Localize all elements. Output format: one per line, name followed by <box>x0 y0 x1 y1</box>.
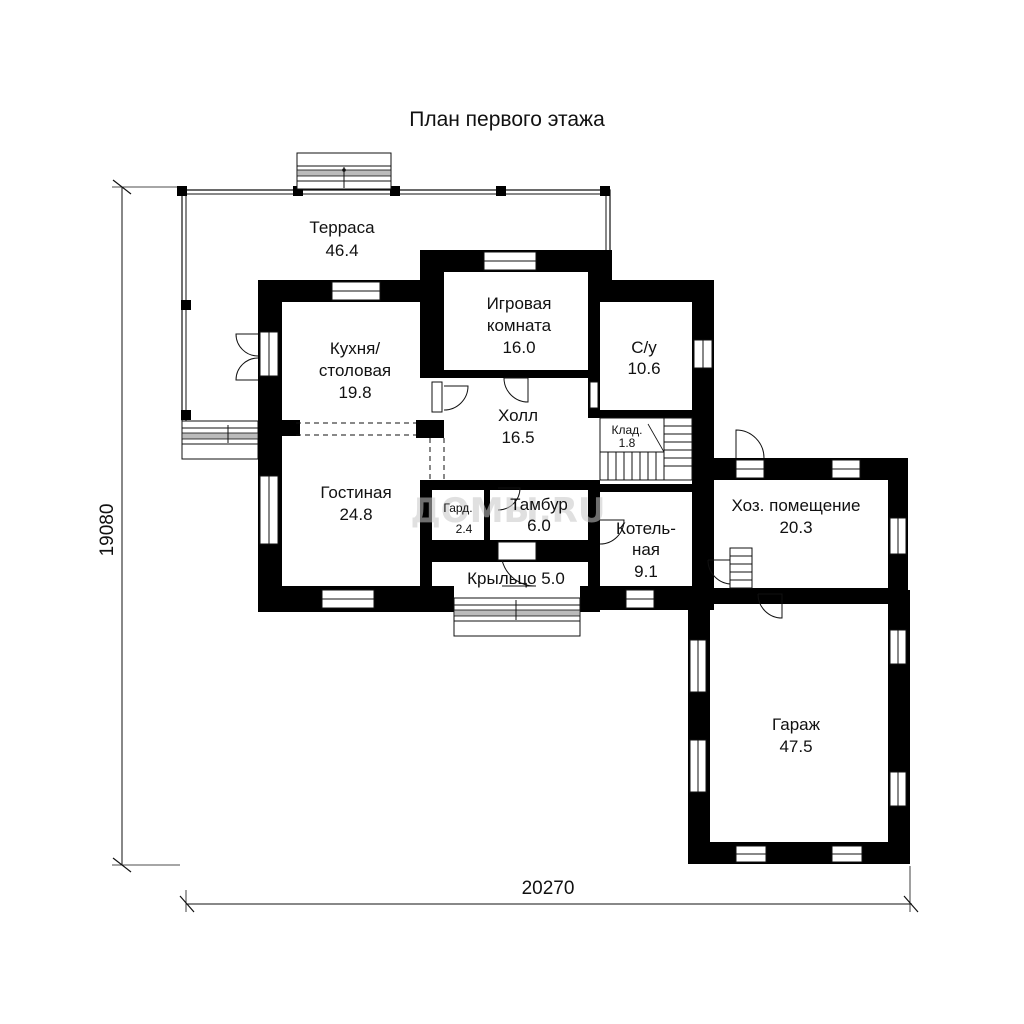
room-name: Гард. <box>443 501 472 515</box>
doors <box>235 333 783 619</box>
terrace-post <box>390 186 400 196</box>
room-wardrobe: Гард. 2.4 <box>443 501 472 536</box>
room-name: Холл <box>498 406 538 425</box>
room-area: 6.0 <box>527 516 551 535</box>
room-kitchen: Кухня/ столовая 19.8 <box>319 339 391 402</box>
room-playroom: Игровая комната 16.0 <box>487 294 552 357</box>
room-area: 9.1 <box>634 562 658 581</box>
room-utility: Хоз. помещение 20.3 <box>731 496 860 537</box>
room-porch: Крыльцо 5.0 <box>467 569 565 588</box>
terrace-outline <box>177 186 611 421</box>
room-area: 47.5 <box>779 737 812 756</box>
room-name: столовая <box>319 361 391 380</box>
room-area: 46.4 <box>325 241 358 260</box>
terrace-post <box>181 300 191 310</box>
room-area: 24.8 <box>339 505 372 524</box>
windows <box>259 251 907 863</box>
room-name: Клад. <box>611 423 642 437</box>
room-name: Крыльцо 5.0 <box>467 569 565 588</box>
room-area: 2.4 <box>456 522 473 536</box>
terrace-post <box>177 186 187 196</box>
plan-title: План первого этажа <box>409 108 605 131</box>
window-hall-side <box>431 381 443 413</box>
playroom-door-icon <box>503 377 529 403</box>
window-hall-right <box>589 381 599 409</box>
terrace-post <box>496 186 506 196</box>
room-name: Тамбур <box>510 495 568 514</box>
garage-door-icon <box>757 593 783 619</box>
terrace-steps <box>296 152 392 190</box>
watermark: ДОМЫ.RU <box>411 491 606 531</box>
room-name: Гостиная <box>320 483 391 502</box>
room-name: Терраса <box>309 218 375 237</box>
room-garage: Гараж 47.5 <box>772 715 821 756</box>
room-name: Игровая <box>487 294 552 313</box>
utility-stair <box>729 547 753 589</box>
room-area: 1.8 <box>619 436 636 450</box>
vestibule-door-icon <box>497 487 521 511</box>
porch-door-icon <box>501 559 537 587</box>
terrace-post <box>600 186 610 196</box>
room-name: комната <box>487 316 552 335</box>
room-name: Гараж <box>772 715 821 734</box>
room-name: ная <box>632 540 660 559</box>
room-living: Гостиная 24.8 <box>320 483 391 524</box>
room-area: 10.6 <box>627 359 660 378</box>
room-area: 19.8 <box>338 383 371 402</box>
utility-door-icon <box>735 429 765 459</box>
room-name: Котель- <box>616 519 676 538</box>
dimension-width: 20270 <box>179 866 919 913</box>
boiler-door-icon <box>599 519 625 545</box>
room-area: 16.5 <box>501 428 534 447</box>
room-pantry: Клад. 1.8 <box>611 423 642 450</box>
room-name: Кухня/ <box>330 339 380 358</box>
height-dimension-label: 19080 <box>97 504 118 557</box>
porch-steps <box>453 597 581 637</box>
terrace-door-icon <box>235 333 259 381</box>
room-name: С/у <box>631 338 657 357</box>
room-area: 16.0 <box>502 338 535 357</box>
room-hall: Холл 16.5 <box>498 406 538 447</box>
terrace-post <box>181 410 191 420</box>
interior-walls <box>280 272 692 612</box>
window-vestibule <box>497 541 537 561</box>
staircase <box>599 417 693 481</box>
room-terrace: Терраса 46.4 <box>309 218 375 260</box>
hall-door-icon <box>443 385 469 411</box>
kitchen-living-opening <box>296 422 445 480</box>
room-vestibule: Тамбур 6.0 <box>510 495 568 535</box>
room-boiler: Котель- ная 9.1 <box>616 519 676 581</box>
dimension-height: 19080 <box>97 179 182 873</box>
room-name: Хоз. помещение <box>731 496 860 515</box>
room-area: 20.3 <box>779 518 812 537</box>
width-dimension-label: 20270 <box>522 878 575 899</box>
terrace-side-steps <box>181 420 259 460</box>
terrace-post <box>293 186 303 196</box>
room-bathroom: С/у 10.6 <box>627 338 660 378</box>
